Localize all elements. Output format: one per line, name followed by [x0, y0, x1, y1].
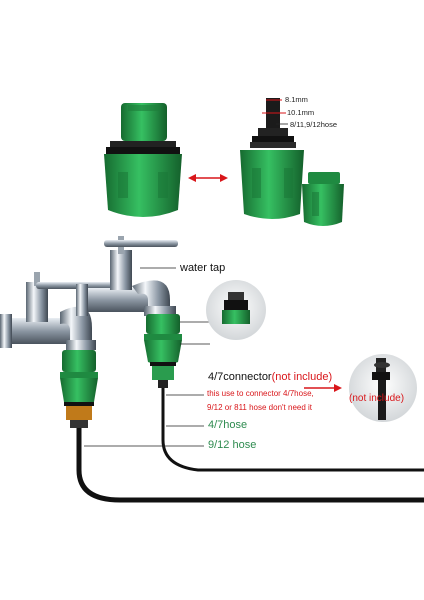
dimension-10mm: 10.1mm [287, 108, 315, 117]
dimension-hose: 8/11,9/12hose [290, 120, 337, 129]
connector-right-tap [144, 314, 182, 398]
faucet-left [0, 272, 120, 350]
connector-disassembled [240, 98, 344, 226]
note-line: this use to connector 4/7hose, [207, 389, 314, 398]
dimension-8mm: 8.1mm [285, 95, 308, 104]
connector-label: 4/7connector(not include) [208, 371, 332, 383]
hose-47 [161, 398, 424, 472]
quick-connector-magnifier [206, 280, 266, 340]
faucet-right [76, 236, 178, 316]
connector-assembled [104, 103, 182, 217]
connector-name: 4/7connector [208, 371, 272, 383]
not-include-text: (not include) [271, 371, 333, 383]
callout-not-include: (not include) [349, 393, 405, 404]
connector-47-callout [349, 354, 417, 422]
note-line: 9/12 or 811 hose don't need it [207, 403, 313, 412]
connector-note: this use to connector 4/7hose, 9/12 or 8… [207, 387, 357, 415]
connector-left-tap [60, 350, 98, 428]
water-tap-label: water tap [180, 262, 226, 274]
hose-912-label: 9/12 hose [208, 439, 257, 451]
hose-47-label: 4/7hose [208, 419, 248, 431]
hose-912 [76, 428, 424, 503]
double-arrow-icon [188, 174, 228, 182]
